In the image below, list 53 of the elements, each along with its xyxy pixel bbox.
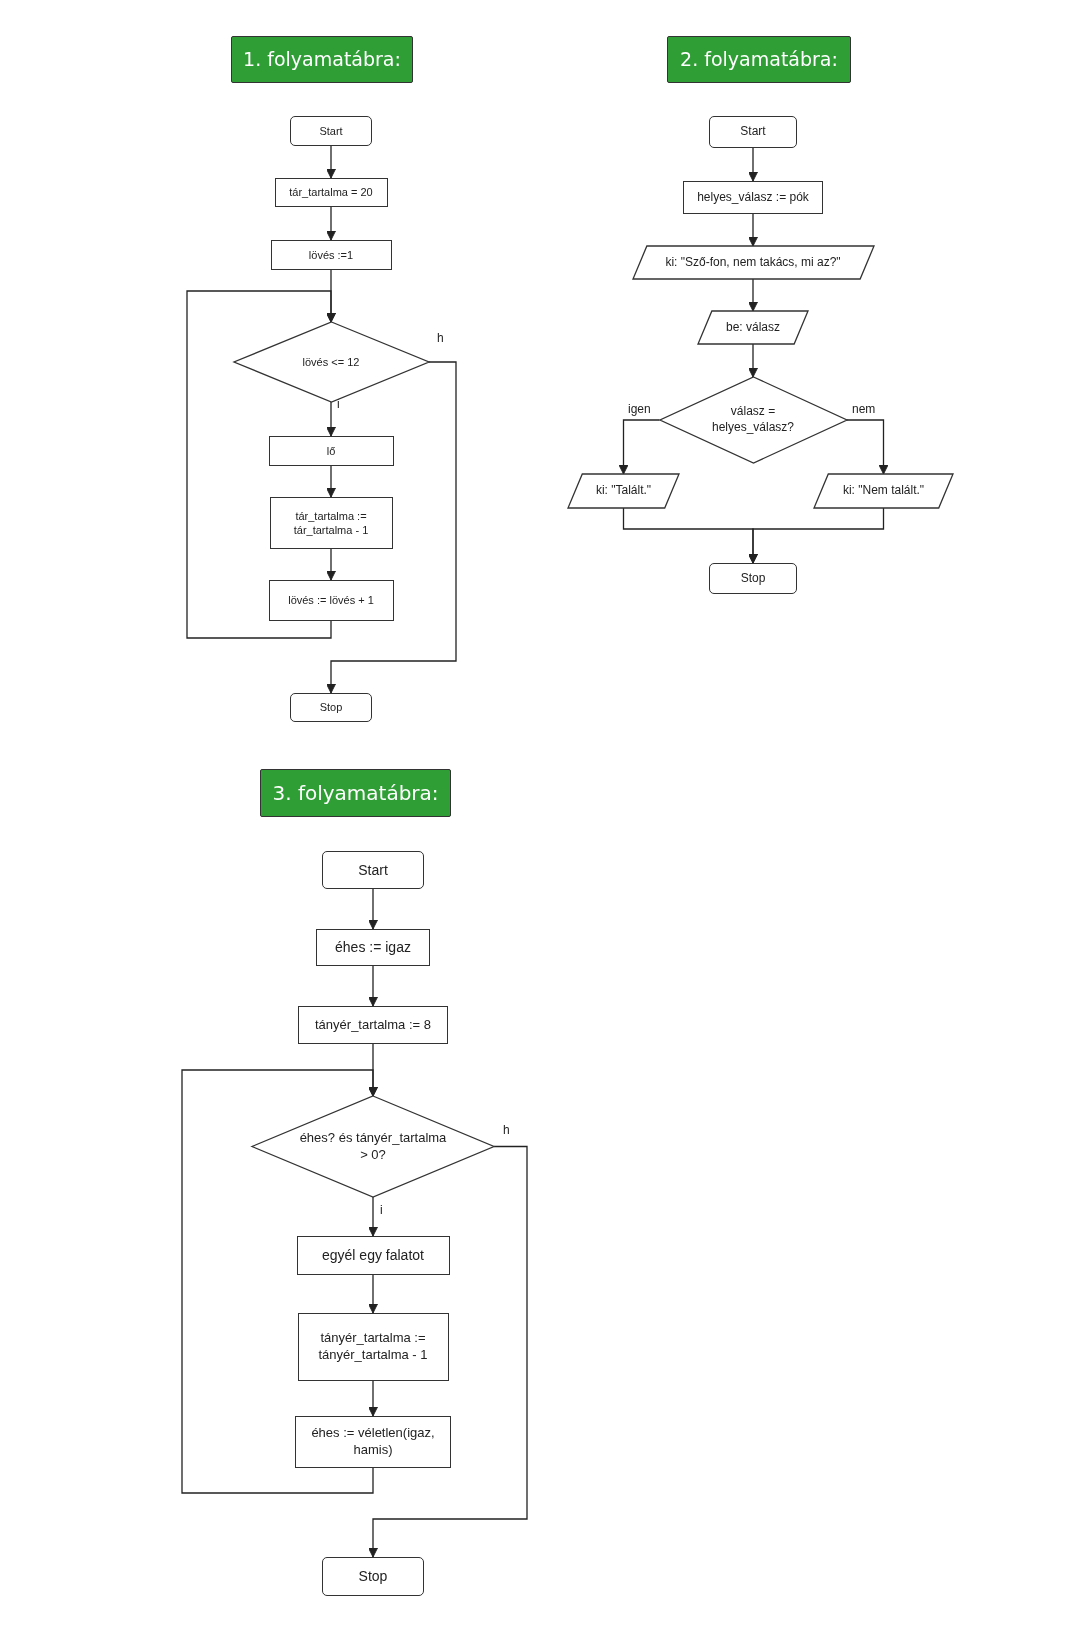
arrow xyxy=(326,401,336,437)
process-box: helyes_válasz := pók xyxy=(683,181,823,214)
terminal-box: Start xyxy=(709,116,797,148)
arrow xyxy=(618,419,661,475)
arrow xyxy=(326,465,336,498)
arrow xyxy=(748,213,758,247)
io-text: ki: "Nem talált." xyxy=(842,483,925,499)
arrow xyxy=(845,419,889,475)
arrow xyxy=(368,965,378,1007)
process-box: tányér_tartalma := tányér_tartalma - 1 xyxy=(297,1313,449,1381)
terminal-box: Stop xyxy=(709,563,797,594)
arrow xyxy=(368,1274,378,1314)
title-badge: 2. folyamatábra: xyxy=(667,36,851,83)
arrow xyxy=(181,1069,378,1494)
io-text: be: válasz xyxy=(726,319,780,336)
edge-label: nem xyxy=(851,403,877,415)
terminal-box: Stop xyxy=(290,693,372,722)
arrow xyxy=(186,290,336,639)
decision-text: válasz = helyes_válasz? xyxy=(710,404,796,436)
process-box: egyél egy falatot xyxy=(296,1236,450,1275)
arrow xyxy=(326,361,457,694)
terminal-box: Start xyxy=(322,851,424,889)
decision-text: lövés <= 12 xyxy=(302,354,360,370)
edge-label: h xyxy=(502,1124,511,1136)
arrow xyxy=(748,147,758,182)
process-box: lövés :=1 xyxy=(270,240,392,270)
process-box: tányér_tartalma := 8 xyxy=(298,1006,448,1044)
process-box: tár_tartalma = 20 xyxy=(274,178,388,207)
arrow xyxy=(368,1196,378,1237)
process-box: éhes := igaz xyxy=(316,929,430,966)
process-box: éhes := véletlen(igaz, hamis) xyxy=(295,1416,451,1468)
arrow xyxy=(368,888,378,930)
io-text: ki: "Sző-fon, nem takács, mi az?" xyxy=(665,254,841,271)
title-badge: 1. folyamatábra: xyxy=(231,36,413,83)
arrow xyxy=(748,507,885,564)
arrow xyxy=(368,1380,378,1417)
process-box: lő xyxy=(268,436,394,466)
process-box: lövés := lövés + 1 xyxy=(268,580,394,621)
decision-text: éhes? és tányér_tartalma > 0? xyxy=(298,1129,448,1164)
title-badge: 3. folyamatábra: xyxy=(260,769,451,817)
terminal-box: Start xyxy=(290,116,372,146)
arrow xyxy=(748,278,758,312)
terminal-box: Stop xyxy=(322,1557,424,1596)
edge-label: igen xyxy=(627,403,652,415)
edge-label: h xyxy=(436,332,445,344)
arrow xyxy=(368,1145,528,1558)
process-box: tár_tartalma := tár_tartalma - 1 xyxy=(269,497,393,549)
arrow xyxy=(326,548,336,581)
arrow xyxy=(326,206,336,241)
edge-label: i xyxy=(379,1204,384,1216)
arrow xyxy=(326,145,336,179)
io-text: ki: "Talált." xyxy=(595,483,652,499)
arrow xyxy=(748,343,758,378)
